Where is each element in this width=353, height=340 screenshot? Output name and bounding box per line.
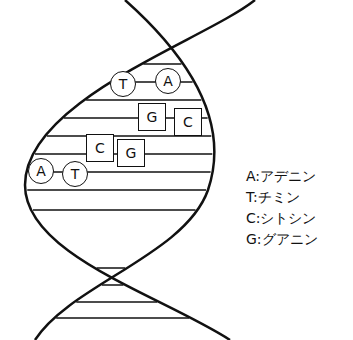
helix-strand — [35, 0, 214, 340]
base-pair-rung — [97, 267, 126, 269]
base-letter: G — [147, 110, 158, 124]
base-square: G — [138, 103, 166, 131]
base-circle: A — [28, 158, 54, 184]
base-key-text: C:シトシン — [246, 210, 317, 227]
base-square: G — [117, 139, 145, 167]
base-letter: A — [163, 74, 173, 88]
base-circle: A — [155, 68, 181, 94]
base-circle: T — [110, 71, 136, 97]
helix-strand — [25, 0, 255, 340]
base-pair-rung — [143, 63, 181, 65]
base-circle: T — [62, 161, 88, 187]
base-letter: A — [36, 164, 46, 178]
base-pair-rung — [102, 284, 124, 286]
base-square: C — [86, 134, 114, 162]
base-key-text: G:グアニン — [246, 231, 318, 248]
base-square: C — [174, 108, 202, 136]
base-pair-rung — [28, 171, 210, 173]
base-letter: T — [119, 77, 128, 91]
base-letter: C — [95, 141, 105, 155]
base-pair-rung — [86, 99, 201, 101]
base-pair-rung — [33, 209, 196, 211]
base-letter: T — [71, 167, 80, 181]
base-key-text: T:チミン — [246, 189, 300, 206]
base-pair-rung — [56, 317, 189, 319]
base-letter: C — [183, 115, 193, 129]
base-letter: G — [126, 146, 137, 160]
base-pair-rung — [76, 301, 157, 303]
base-pair-rung — [27, 189, 206, 191]
base-key-text: A:アデニン — [246, 168, 316, 185]
